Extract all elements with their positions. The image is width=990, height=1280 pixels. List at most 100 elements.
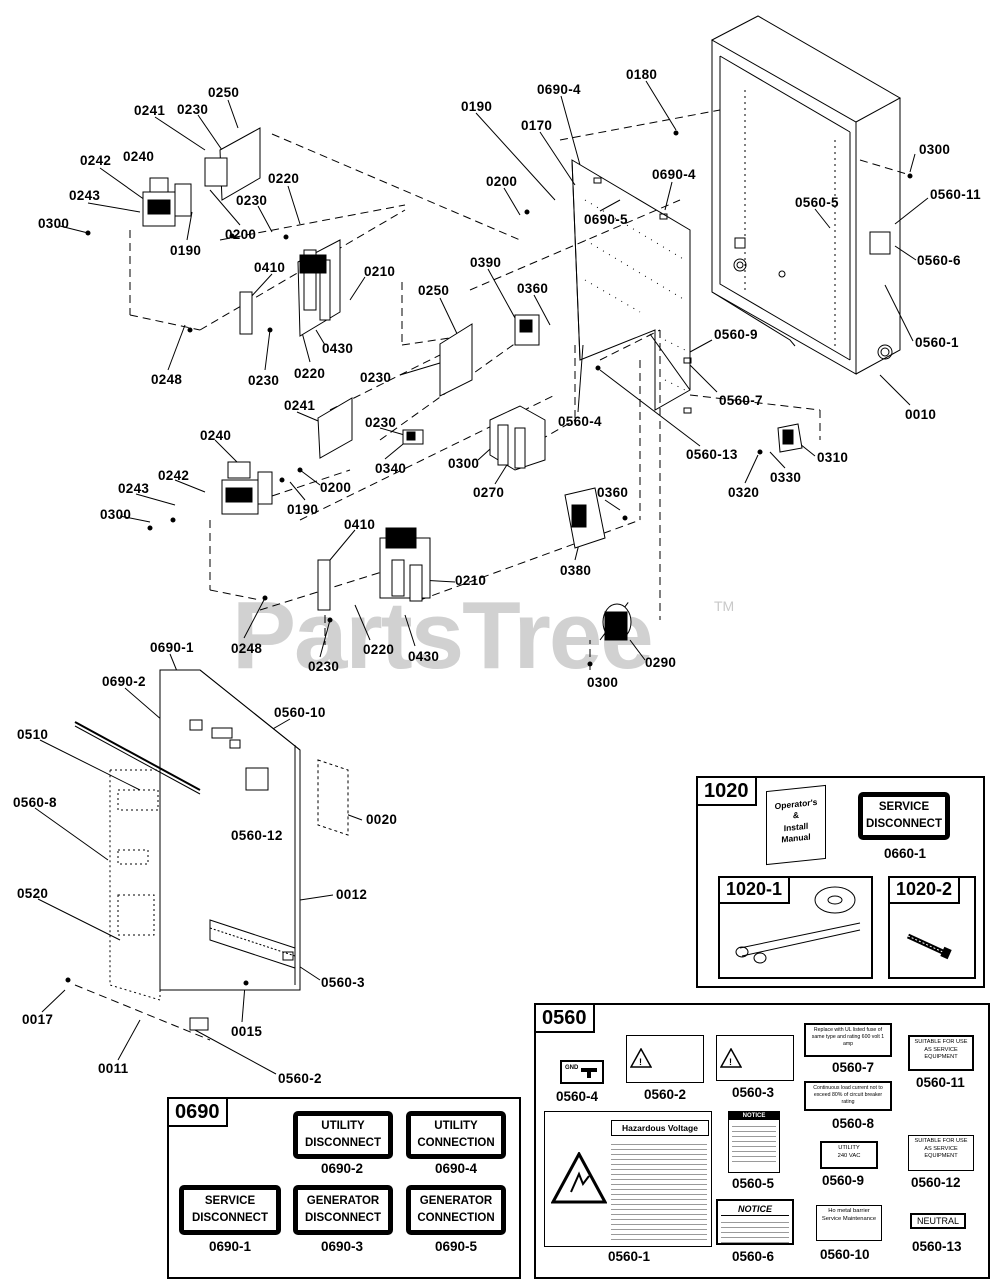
callout-0210: 0210: [455, 573, 487, 588]
decal-generator-connection: GENERATOR CONNECTION: [406, 1185, 506, 1235]
decal-line-2: CONNECTION: [417, 1137, 495, 1149]
caption-0560-3: 0560-3: [732, 1085, 775, 1100]
callout-0243: 0243: [69, 188, 101, 203]
callout-0300: 0300: [919, 142, 951, 157]
callout-0250: 0250: [208, 85, 240, 100]
callout-0230: 0230: [177, 102, 209, 117]
callout-0320: 0320: [728, 485, 760, 500]
callout-0300: 0300: [100, 507, 132, 522]
kit-0690-title: 0690: [169, 1099, 228, 1127]
caption-0560-10: 0560-10: [820, 1247, 870, 1262]
callout-0560-1: 0560-1: [915, 335, 959, 350]
caption-0560-5: 0560-5: [732, 1176, 775, 1191]
decal-line-2: DISCONNECT: [304, 1212, 382, 1224]
callout-0190: 0190: [287, 502, 319, 517]
callout-0290: 0290: [645, 655, 677, 670]
notice-heading: NOTICE: [721, 1203, 789, 1217]
kit-1020-1-title: 1020-1: [720, 878, 791, 904]
callout-0250: 0250: [418, 283, 450, 298]
decal-line-1: GENERATOR: [306, 1195, 380, 1208]
caption-0660-1: 0660-1: [884, 846, 927, 861]
caption-0560-12: 0560-12: [911, 1175, 961, 1190]
callout-0190: 0190: [170, 243, 202, 258]
callout-0010: 0010: [905, 407, 937, 422]
callout-0011: 0011: [98, 1061, 129, 1076]
misc-components: [402, 314, 803, 641]
callout-0241: 0241: [284, 398, 316, 413]
enclosure-0010: [710, 15, 902, 375]
callout-0560-6: 0560-6: [917, 253, 961, 268]
notice-body-text: [721, 1218, 789, 1243]
callout-0360: 0360: [597, 485, 629, 500]
callout-0300: 0300: [38, 216, 70, 231]
decal-line-1: UTILITY: [838, 1145, 860, 1151]
warning-triangle-icon: !: [630, 1048, 652, 1068]
decal-line-1: GENERATOR: [419, 1195, 493, 1208]
hazard-body-text: [611, 1140, 707, 1240]
decal-service-equipment-0560-12: SUITABLE FOR USE AS SERVICE EQUIPMENT: [908, 1135, 974, 1171]
callout-0230: 0230: [248, 373, 280, 388]
kit-0560-box: 0560 GND 0560-4 ! 0560-2 ! 0560-3 Replac…: [534, 1003, 990, 1279]
callout-0220: 0220: [363, 642, 395, 657]
decal-notice-0560-5: NOTICE: [728, 1111, 780, 1173]
callout-0220: 0220: [294, 366, 326, 381]
callout-0560-4: 0560-4: [558, 414, 602, 429]
cover-door-0012: [159, 669, 301, 991]
decal-line-2: DISCONNECT: [304, 1137, 382, 1149]
callout-0170: 0170: [521, 118, 553, 133]
caption-0560-9: 0560-9: [822, 1173, 865, 1188]
callout-0242: 0242: [158, 468, 190, 483]
callout-0560-2: 0560-2: [278, 1071, 322, 1086]
caption-0560-11: 0560-11: [916, 1075, 965, 1090]
electric-shock-icon: [551, 1152, 607, 1204]
kit-0690-box: 0690 UTILITY DISCONNECT 0690-2 UTILITY C…: [167, 1097, 521, 1279]
callout-0560-9: 0560-9: [714, 327, 758, 342]
decal-ground-0560-4: GND: [560, 1060, 604, 1084]
callout-0340: 0340: [375, 461, 407, 476]
callout-0210: 0210: [364, 264, 396, 279]
circuit-breaker-lower: [221, 397, 431, 611]
callout-0690-4: 0690-4: [652, 167, 696, 182]
callout-0220: 0220: [268, 171, 300, 186]
svg-text:!: !: [639, 1057, 642, 1067]
ground-symbol-icon: [581, 1068, 597, 1078]
callout-0410: 0410: [344, 517, 376, 532]
service-disconnect-decal-0660-1: SERVICE DISCONNECT: [858, 792, 950, 840]
callout-0270: 0270: [473, 485, 505, 500]
callout-0240: 0240: [200, 428, 232, 443]
callout-0380: 0380: [560, 563, 592, 578]
callout-0690-4: 0690-4: [537, 82, 581, 97]
callout-0240: 0240: [123, 149, 155, 164]
decal-generator-disconnect: GENERATOR DISCONNECT: [293, 1185, 393, 1235]
callout-0510: 0510: [17, 727, 49, 742]
caption-0690-4: 0690-4: [435, 1161, 478, 1176]
ground-bar-icon: [735, 886, 861, 964]
callout-0248: 0248: [231, 641, 263, 656]
decal-service-disconnect: SERVICE DISCONNECT: [179, 1185, 281, 1235]
callout-0241: 0241: [134, 103, 166, 118]
callout-0560-3: 0560-3: [321, 975, 365, 990]
callout-0560-8: 0560-8: [13, 795, 57, 810]
callout-0242: 0242: [80, 153, 112, 168]
callout-0520: 0520: [17, 886, 49, 901]
warning-triangle-icon: !: [720, 1048, 742, 1068]
kit-1020-title: 1020: [698, 778, 757, 806]
decal-warning-0560-3: !: [716, 1035, 794, 1081]
decal-line-1: UTILITY: [321, 1120, 365, 1133]
callout-0360: 0360: [517, 281, 549, 296]
caption-0690-1: 0690-1: [209, 1239, 252, 1254]
callout-0560-13: 0560-13: [686, 447, 738, 462]
callout-0230: 0230: [308, 659, 340, 674]
decal-service-equipment-0560-11: SUITABLE FOR USE AS SERVICE EQUIPMENT: [908, 1035, 974, 1071]
caption-0560-7: 0560-7: [832, 1060, 875, 1075]
callout-0690-5: 0690-5: [584, 212, 628, 227]
callout-0015: 0015: [231, 1024, 263, 1039]
kit-1020-2-title: 1020-2: [890, 878, 961, 904]
callout-0430: 0430: [408, 649, 440, 664]
callout-0430: 0430: [322, 341, 354, 356]
callout-0690-2: 0690-2: [102, 674, 146, 689]
callout-0560-12: 0560-12: [231, 828, 283, 843]
callout-0560-11: 0560-11: [930, 187, 981, 202]
callout-0300: 0300: [587, 675, 619, 690]
circuit-breaker-upper: [142, 127, 473, 397]
